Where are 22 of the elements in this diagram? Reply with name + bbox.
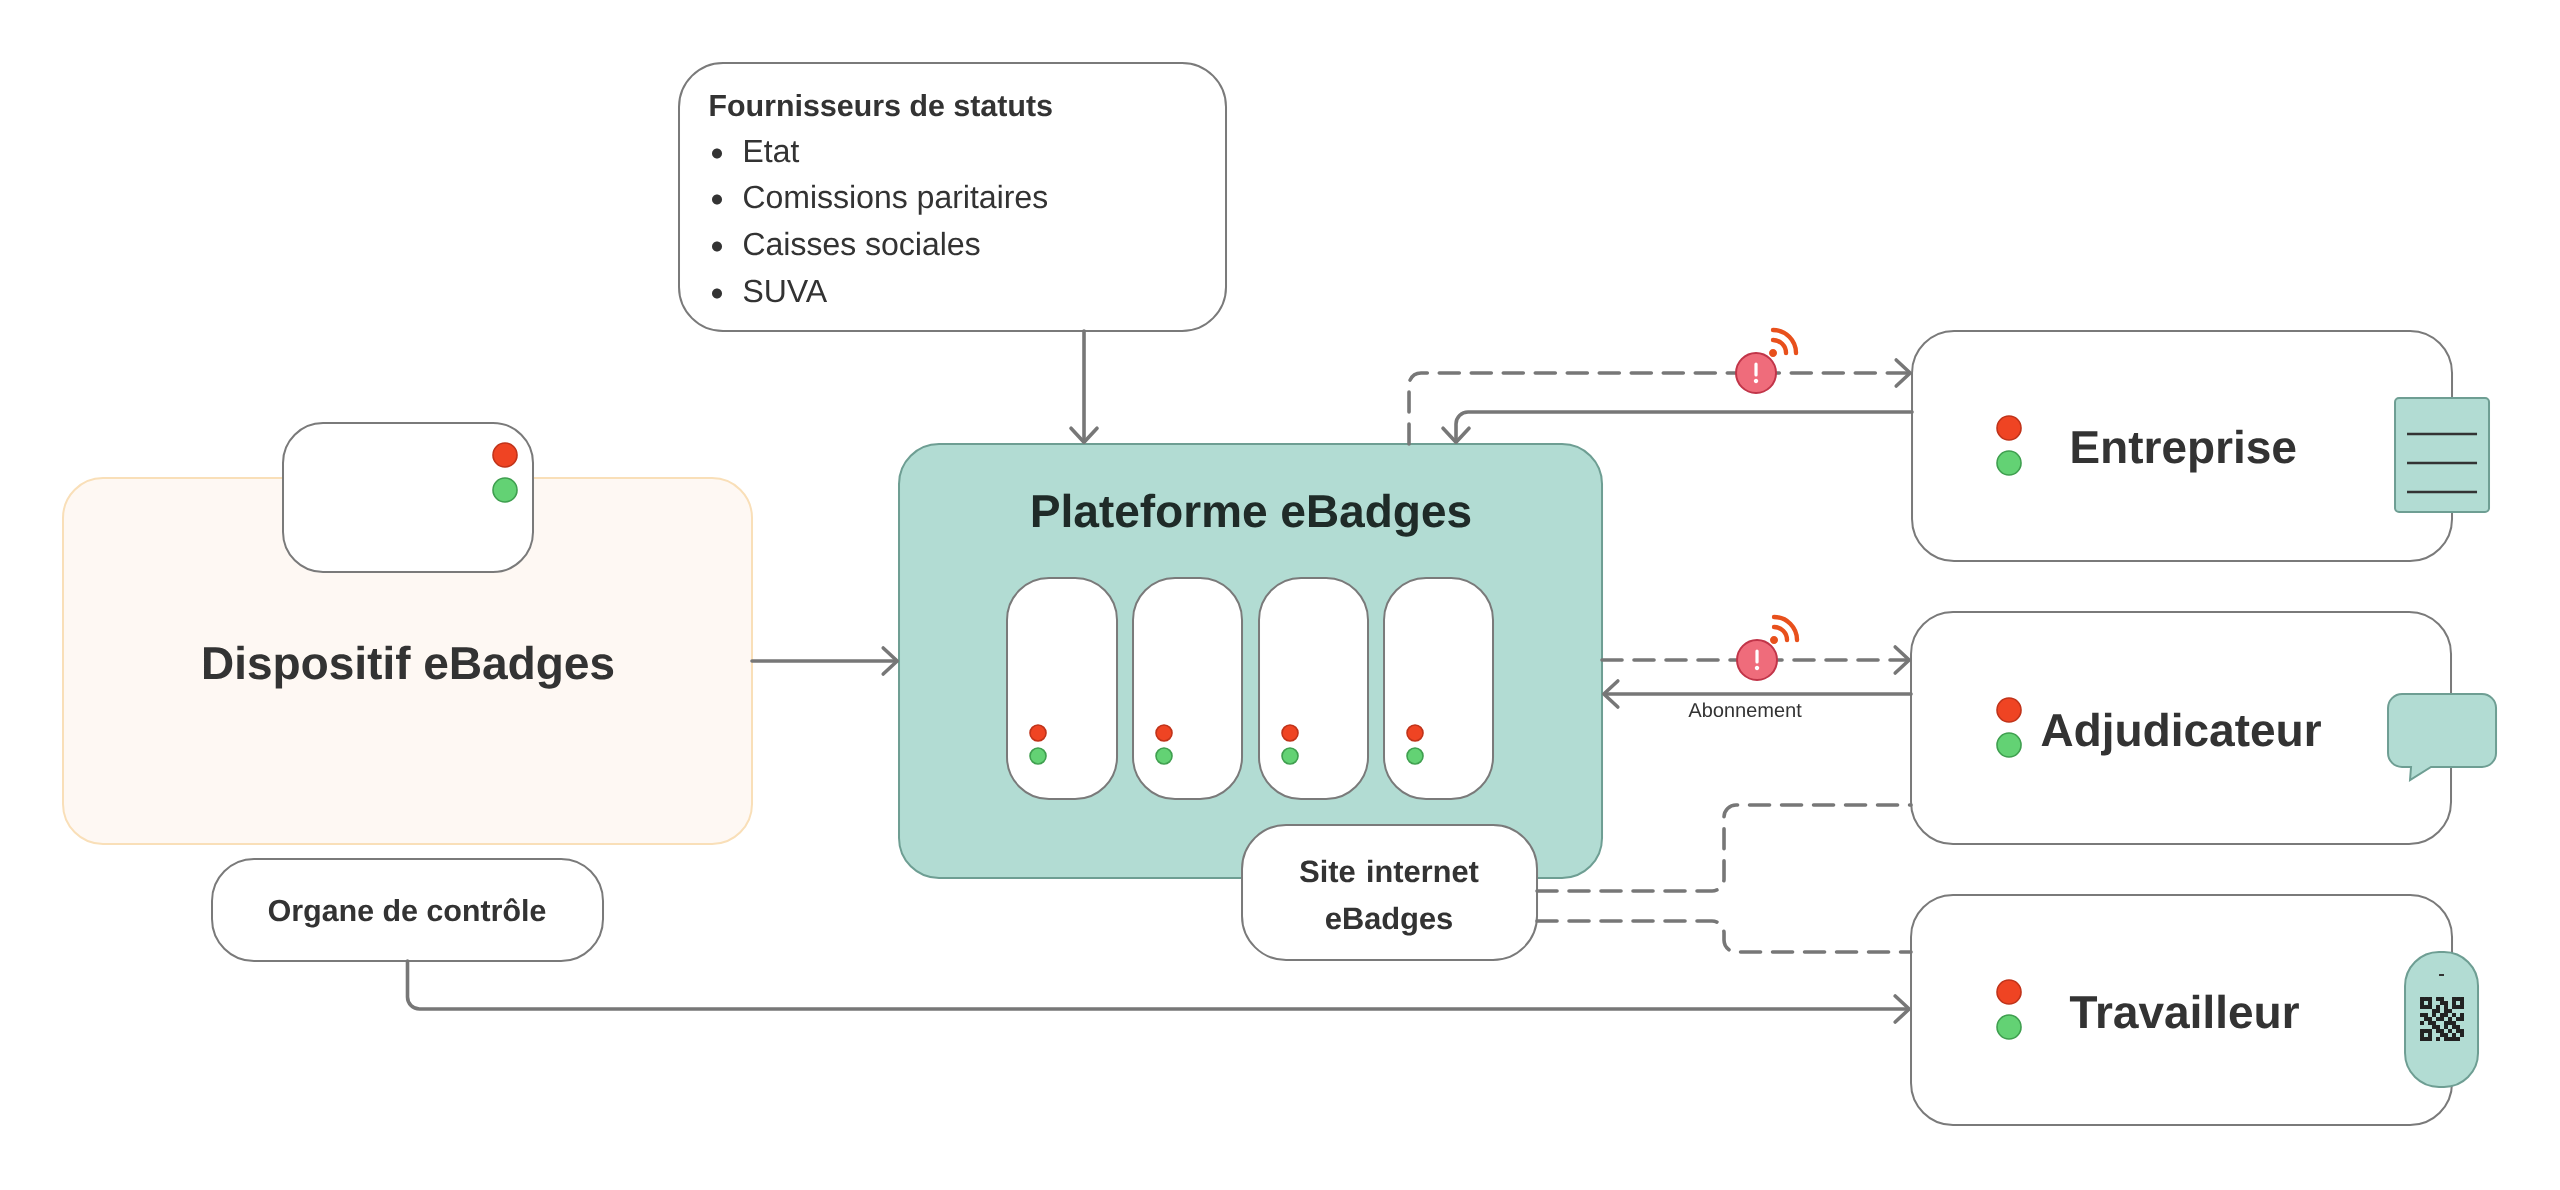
arrow xyxy=(1602,679,1913,709)
node-label: SUVA xyxy=(743,279,828,303)
website-box: Site internet eBadges xyxy=(1241,824,1538,961)
arrow xyxy=(1069,329,1099,444)
device-panel: Dispositif eBadges xyxy=(62,477,753,845)
arrow xyxy=(405,959,1911,1024)
arrow xyxy=(1407,358,1912,446)
arrow xyxy=(750,646,899,676)
actor-box: Travailleur xyxy=(1910,894,2453,1126)
node-label: Etat xyxy=(745,139,800,163)
arrow xyxy=(1441,410,1914,444)
node-label: Comissions paritaires xyxy=(744,184,1048,215)
control-box: Organe de contrôle xyxy=(211,858,604,962)
connector-line xyxy=(1535,919,1913,954)
arrow xyxy=(1600,645,1911,675)
info-box: Fournisseurs de statuts Etat Comissions paritaires Caisses sociales SUVA xyxy=(678,62,1227,332)
actor-box: Adjudicateur xyxy=(1910,611,2452,845)
node-label: Caisses sociales xyxy=(744,231,980,256)
node-label: Fournisseurs de statuts xyxy=(710,93,1052,117)
connector-line xyxy=(1535,803,1913,893)
edge-label: Abonnement xyxy=(1686,700,1804,720)
actor-box: Entreprise xyxy=(1911,330,2453,562)
